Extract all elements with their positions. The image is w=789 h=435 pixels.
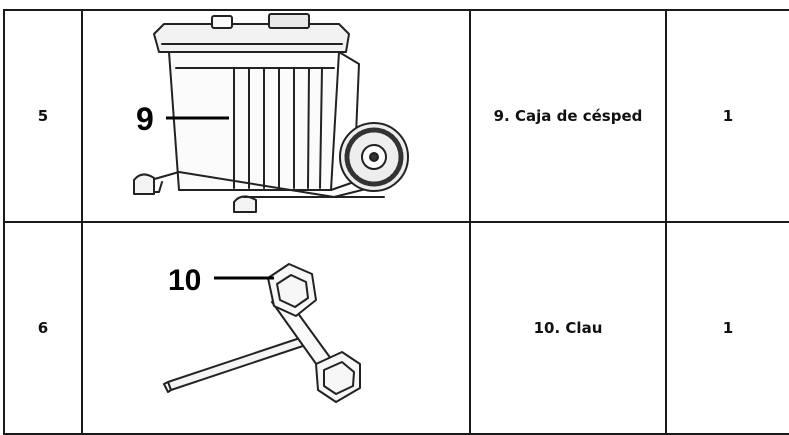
- part-quantity: 1: [665, 221, 789, 435]
- part-quantity: 1: [665, 9, 789, 223]
- part-description: 10. Clau: [469, 221, 667, 435]
- part-description: 9. Caja de césped: [469, 9, 667, 223]
- part-illustration-cell: 10: [81, 221, 471, 435]
- socket-wrench-icon: 10: [163, 263, 361, 403]
- parts-list-table: 5: [3, 9, 789, 435]
- table-row: 5: [3, 9, 789, 223]
- row-number: 5: [3, 9, 83, 223]
- callout-label: 9: [136, 101, 154, 137]
- table-row: 6 10 10: [3, 221, 789, 435]
- part-illustration-cell: 9: [81, 9, 471, 223]
- callout-label: 10: [168, 264, 201, 297]
- row-number: 6: [3, 221, 83, 435]
- grass-catcher-box-icon: 9: [133, 13, 409, 213]
